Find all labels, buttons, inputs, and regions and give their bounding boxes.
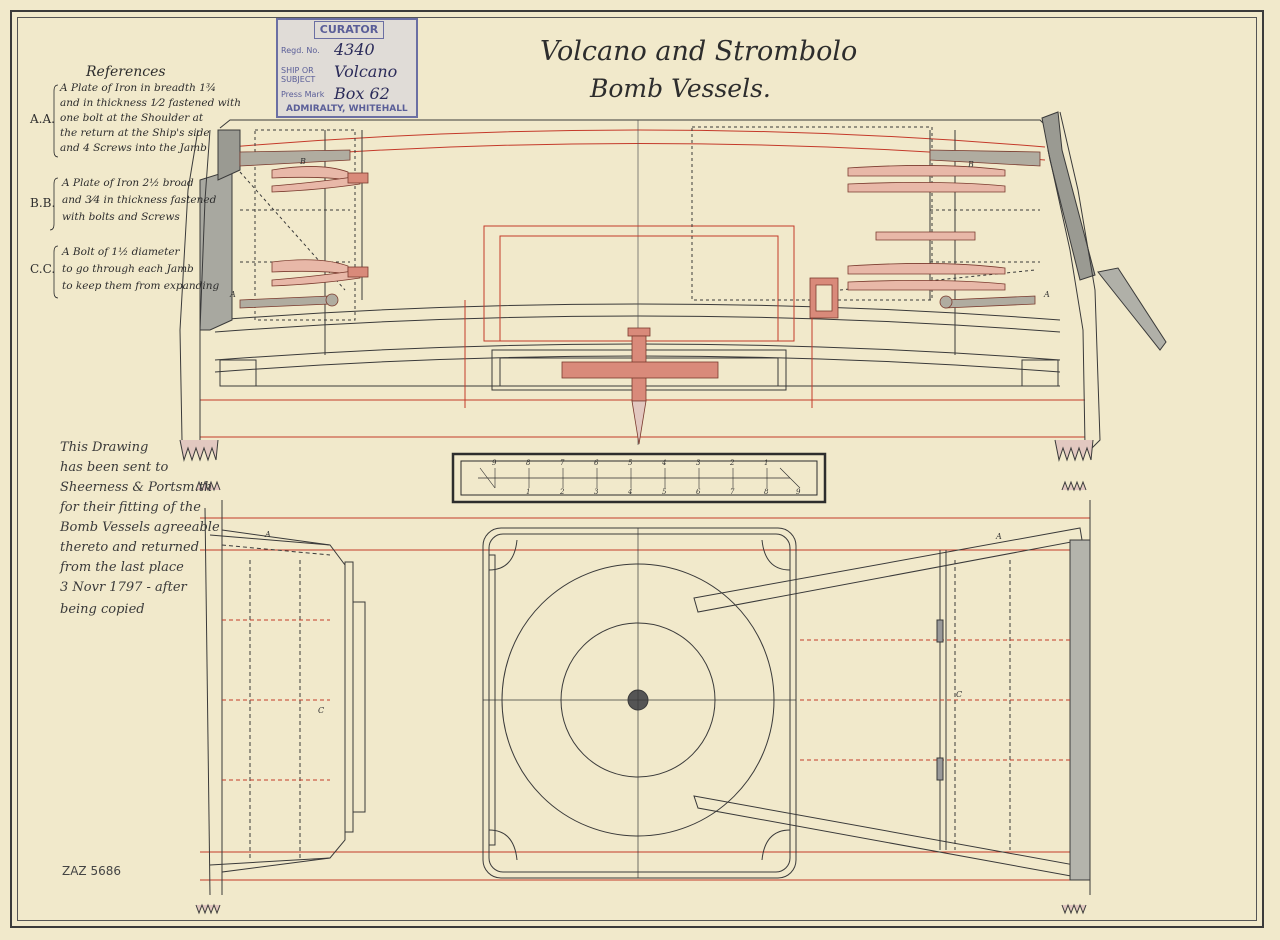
scale-upper-4: 4 <box>662 459 667 467</box>
inner-border <box>17 17 1257 921</box>
ref-key-cc: C.C. <box>30 262 56 276</box>
ref-aa-line-1: A Plate of Iron in breadth 1¾ <box>60 82 217 94</box>
label-a-plan-right: A <box>996 532 1002 541</box>
ref-aa-line-4: the return at the Ship's side <box>60 127 210 139</box>
scale-bar <box>451 452 827 504</box>
curator-stamp: CURATOR Regd. No. 4340 SHIP OR SUBJECT V… <box>276 18 418 118</box>
note-line-1: This Drawing <box>60 440 149 455</box>
stamp-header: CURATOR <box>314 21 384 39</box>
title-line-1: Volcano and Strombolo <box>540 36 858 67</box>
ref-cc-line-2: to go through each Jamb <box>62 263 194 275</box>
ref-aa-line-2: and in thickness 1⁄2 fastened with <box>60 97 241 109</box>
stamp-value-regd: 4340 <box>334 40 375 59</box>
note-line-3: Sheerness & Portsm.th <box>60 480 213 495</box>
stamp-label-regd: Regd. No. <box>281 46 320 55</box>
scale-upper-8: 8 <box>526 459 531 467</box>
ref-bb-line-2: and 3⁄4 in thickness fastened <box>62 194 217 206</box>
label-b-left: B <box>300 157 306 166</box>
ref-aa-line-5: and 4 Screws into the Jamb <box>60 142 207 154</box>
label-b-right: B <box>968 160 974 169</box>
scale-upper-7: 7 <box>560 459 565 467</box>
archive-reference: ZAZ 5686 <box>62 864 122 878</box>
scale-lower-2: 2 <box>560 488 565 496</box>
note-line-4: for their fitting of the <box>60 500 201 515</box>
ref-bb-line-1: A Plate of Iron 2½ broad <box>62 177 194 189</box>
reference-brackets <box>49 84 59 299</box>
stamp-label-press: Press Mark <box>281 90 325 99</box>
ref-cc-line-1: A Bolt of 1½ diameter <box>62 246 180 258</box>
references-heading: References <box>86 64 166 80</box>
ref-key-aa: A.A. <box>30 112 55 126</box>
scale-upper-1: 1 <box>764 459 769 467</box>
scale-upper-9: 9 <box>492 459 497 467</box>
scale-lower-6: 6 <box>696 488 701 496</box>
ref-key-bb: B.B. <box>30 196 56 210</box>
label-a-right: A <box>1044 290 1050 299</box>
note-line-6: thereto and returned <box>60 540 200 555</box>
note-line-7: from the last place <box>60 560 184 575</box>
stamp-label-subject: SHIP OR SUBJECT <box>281 66 316 84</box>
scale-lower-9: 9 <box>796 488 801 496</box>
scale-lower-8: 8 <box>764 488 769 496</box>
ref-bb-line-3: with bolts and Screws <box>62 211 180 223</box>
scale-lower-3: 3 <box>594 488 599 496</box>
title-line-2: Bomb Vessels. <box>590 74 771 103</box>
label-c-right: C <box>956 690 963 699</box>
iron-plates <box>239 149 1041 445</box>
ref-aa-line-3: one bolt at the Shoulder at <box>60 112 204 124</box>
stamp-value-subject: Volcano <box>334 62 398 81</box>
note-line-9: being copied <box>60 602 145 617</box>
scale-lower-1: 1 <box>526 488 531 496</box>
label-c-left: C <box>318 706 325 715</box>
scale-upper-2: 2 <box>730 459 735 467</box>
ref-cc-line-3: to keep them from expanding <box>62 280 220 292</box>
outer-border <box>10 10 1264 928</box>
note-line-2: has been sent to <box>60 460 169 475</box>
note-line-8: 3 Novr 1797 - after <box>60 580 187 595</box>
scale-lower-4: 4 <box>628 488 633 496</box>
stamp-value-press: Box 62 <box>334 84 390 103</box>
lower-plan <box>195 480 1091 915</box>
scale-upper-3: 3 <box>696 459 701 467</box>
scale-upper-6: 6 <box>594 459 599 467</box>
label-a-left: A <box>230 290 236 299</box>
scale-lower-7: 7 <box>730 488 735 496</box>
stamp-footer: ADMIRALTY, WHITEHALL <box>286 104 408 114</box>
label-a-plan-left: A <box>265 530 271 539</box>
scale-lower-5: 5 <box>662 488 667 496</box>
scale-upper-5: 5 <box>628 459 633 467</box>
note-line-5: Bomb Vessels agreeable <box>60 520 220 535</box>
